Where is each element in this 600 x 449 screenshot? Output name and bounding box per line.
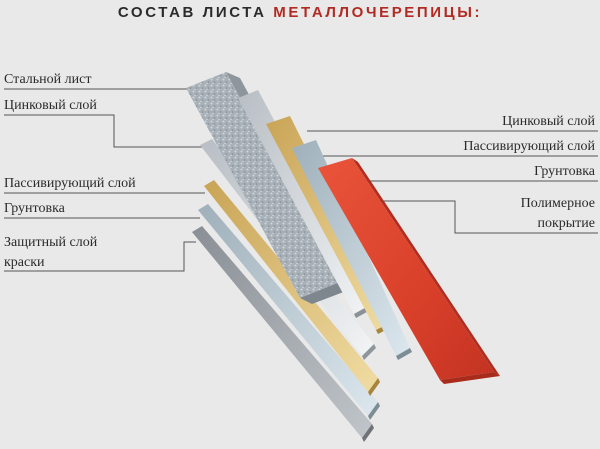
label-primer-right: Грунтовка [534,164,595,179]
label-zinc-layer-left: Цинковый слой [4,98,97,113]
title-part-2: МЕТАЛЛОЧЕРЕПИЦЫ: [273,4,483,21]
label-polymer-coating-2: покрытие [537,216,595,231]
protective-paint-layer [192,226,374,442]
passivating-layer-bottom [204,180,380,396]
label-primer-left: Грунтовка [4,201,65,216]
label-passivating-right: Пассивирующий слой [463,139,595,154]
label-steel-sheet: Стальной лист [4,72,92,87]
label-protective-paint-1: Защитный слой [4,235,98,250]
title-part-1: СОСТАВ ЛИСТА [117,4,274,21]
label-passivating-left: Пассивирующий слой [4,176,136,191]
label-zinc-layer-right: Цинковый слой [502,114,595,129]
polymer-coating-layer [318,158,500,384]
primer-layer-top [292,140,412,360]
label-polymer-coating-1: Полимерное [520,196,595,211]
primer-layer-bottom [198,204,380,420]
diagram-title: СОСТАВ ЛИСТА МЕТАЛЛОЧЕРЕПИЦЫ: [0,4,600,21]
label-protective-paint-2: краски [4,255,45,270]
